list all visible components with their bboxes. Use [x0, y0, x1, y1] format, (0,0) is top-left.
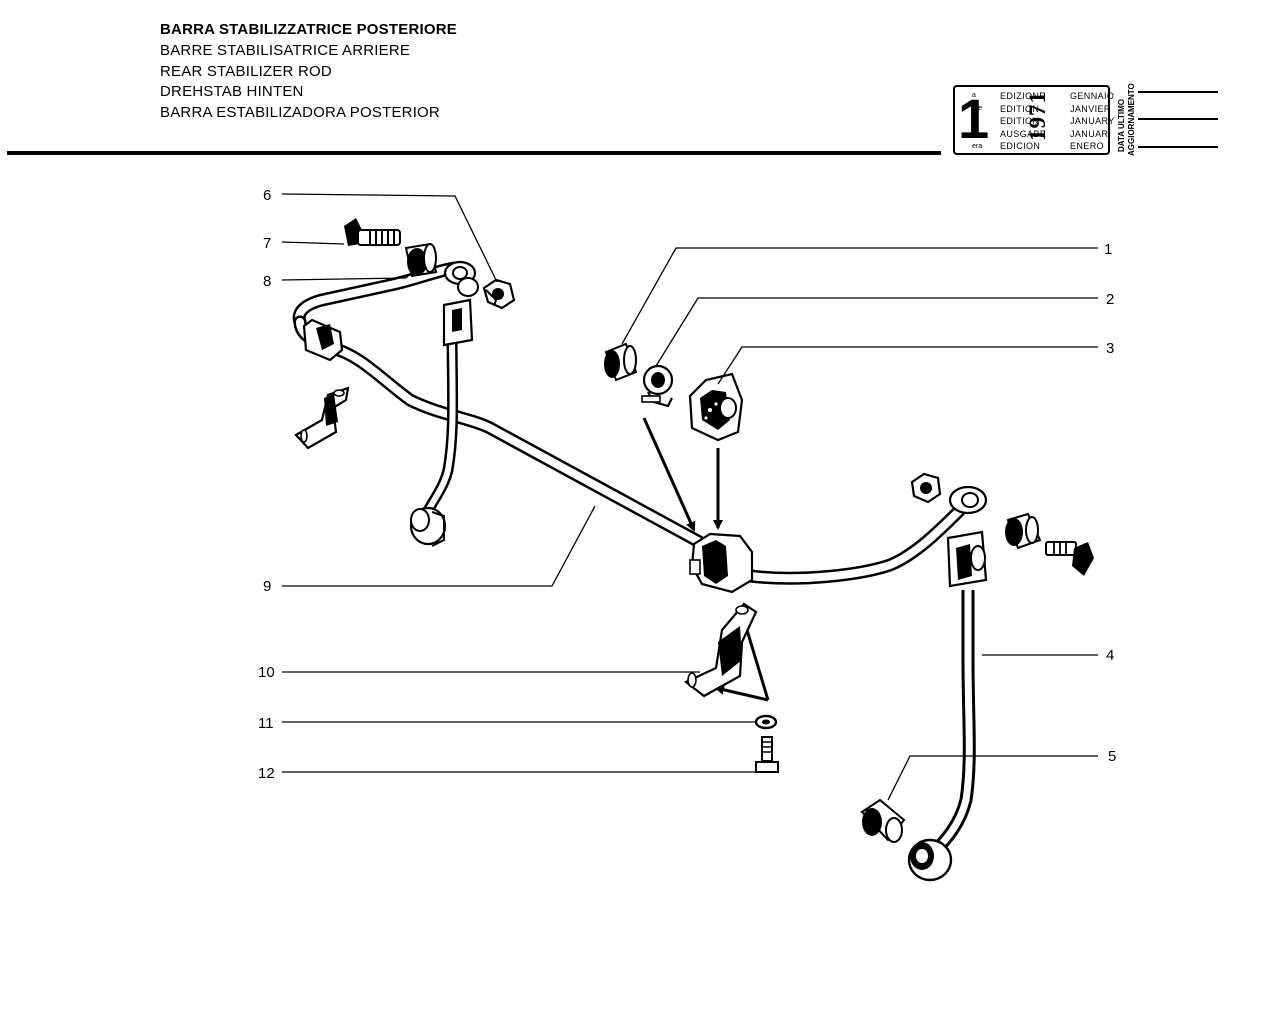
- callout-11: 11: [258, 715, 274, 732]
- edition-month: JANVIER: [1070, 103, 1111, 114]
- bush-part-5: [860, 798, 906, 843]
- callout-7: 7: [263, 235, 271, 252]
- callout-8: 8: [263, 273, 271, 290]
- leader-lines: [281, 193, 1098, 801]
- title-italian: BARRA STABILIZZATRICE POSTERIORE: [160, 21, 457, 38]
- spacer-bush-part-8: [404, 242, 438, 278]
- installed-bush-on-bar: [689, 532, 754, 594]
- edition-number: 1: [958, 87, 990, 150]
- bolt-part-12: [755, 736, 779, 773]
- left-bar-clamp: [302, 318, 344, 362]
- right-spacer-bush: [1005, 512, 1042, 550]
- update-line: [1138, 118, 1218, 120]
- callout-2: 2: [1106, 291, 1114, 308]
- left-drop-link: [409, 260, 479, 547]
- callout-9: 9: [263, 578, 271, 595]
- edition-suffix: a: [972, 92, 976, 99]
- clamp-part-10: [683, 602, 758, 698]
- callout-6: 6: [263, 187, 271, 204]
- edition-month: JANUAR: [1070, 128, 1109, 139]
- rubber-bush-part-3: [688, 372, 744, 442]
- edition-month: GENNAIO: [1070, 91, 1115, 101]
- title-german: DREHSTAB HINTEN: [160, 83, 304, 101]
- edition-suffix: ere: [972, 105, 983, 112]
- callout-5: 5: [1108, 748, 1116, 765]
- callout-1: 1: [1104, 241, 1112, 258]
- bolt-part-7: [344, 218, 401, 246]
- edition-label: EDITION: [1000, 116, 1040, 126]
- edition-label: EDICION: [1000, 141, 1041, 151]
- edition-suffix: .: [972, 130, 974, 137]
- edition-label: AUSGABE: [1000, 128, 1047, 139]
- title-spanish: BARRA ESTABILIZADORA POSTERIOR: [160, 104, 440, 122]
- edition-month: JANUARY: [1070, 116, 1115, 126]
- edition-box: 1 a ere st . era EDIZIONE EDITION EDITIO…: [953, 85, 1114, 155]
- update-line: [1138, 91, 1218, 93]
- stabilizer-bar: [292, 261, 967, 585]
- title-french: BARRE STABILISATRICE ARRIERE: [160, 41, 411, 59]
- title-block: BARRA STABILIZZATRICE POSTERIORE BARRE S…: [160, 20, 457, 124]
- edition-suffix: st: [972, 118, 978, 125]
- edition-suffix: era: [972, 143, 983, 150]
- title-english: REAR STABILIZER ROD: [160, 62, 332, 80]
- right-bolt: [1045, 541, 1094, 576]
- update-line: [1138, 146, 1218, 148]
- callout-labels: 6 7 8 9 10 11 12 1 2 3 4 5: [258, 187, 1116, 782]
- left-loose-clamp: [294, 386, 350, 450]
- callout-3: 3: [1106, 340, 1114, 357]
- bush-part-1: [604, 342, 638, 382]
- edition-label: EDITION: [1000, 103, 1040, 114]
- assembly-arrows: [642, 417, 770, 702]
- lock-washer-part-11: [754, 714, 778, 730]
- callout-10: 10: [258, 664, 275, 681]
- edition-label: EDIZIONE: [1000, 91, 1046, 101]
- right-nut: [910, 472, 942, 504]
- callout-4: 4: [1106, 647, 1114, 664]
- clamp-ring-part-2: [641, 364, 674, 408]
- edition-month: ENERO: [1070, 141, 1105, 151]
- callout-12: 12: [258, 765, 275, 782]
- header-rule: [7, 151, 941, 155]
- right-drop-link-part-4: [907, 485, 988, 882]
- nut-part-6: [482, 278, 516, 310]
